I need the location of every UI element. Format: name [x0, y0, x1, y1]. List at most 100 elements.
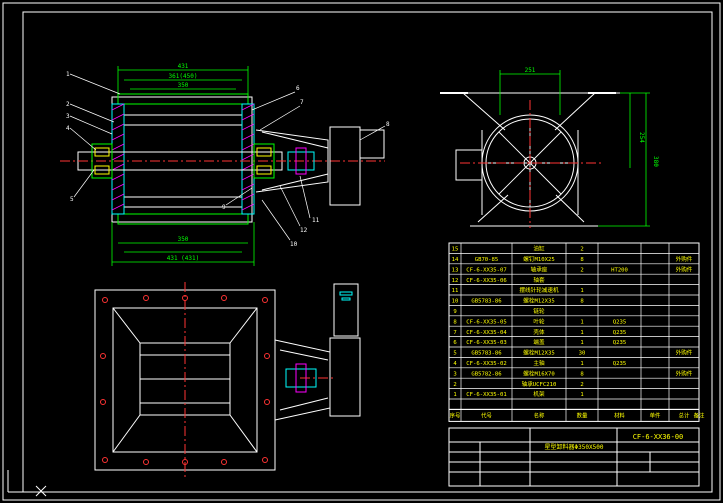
- parts-cell-name: 壳体: [533, 328, 545, 336]
- leader-2: 2: [66, 101, 70, 108]
- parts-cell-code: CF-6-XX35-02: [466, 361, 506, 367]
- front-section-view: 431 361(450) 350 350 431 (431) 1 2 3 4 5…: [60, 63, 390, 266]
- parts-cell-material: HT200: [611, 267, 628, 273]
- parts-cell-name: 端盖: [533, 338, 545, 346]
- parts-cell-qty: 1: [580, 392, 583, 398]
- parts-cell-name: 螺栓M16X70: [523, 369, 554, 377]
- parts-cell-no: 13: [452, 267, 459, 273]
- parts-cell-no: 1: [453, 392, 456, 398]
- parts-cell-code: CF-6-XX35-06: [466, 278, 506, 284]
- parts-header-cell: 序号: [450, 411, 461, 419]
- parts-cell-code: CF-6-XX35-01: [466, 392, 506, 398]
- parts-header-cell: 备注: [694, 411, 705, 419]
- parts-cell-no: 11: [452, 288, 459, 294]
- parts-cell-qty: 2: [580, 267, 583, 273]
- parts-cell-code: GB70-85: [475, 257, 499, 263]
- parts-cell-no: 14: [452, 257, 459, 263]
- side-view: 251 254 380: [440, 67, 659, 228]
- parts-cell-code: CF-6-XX35-03: [466, 340, 506, 346]
- parts-cell-no: 4: [453, 361, 457, 367]
- parts-cell-code: GB5783-86: [471, 299, 501, 305]
- parts-cell-note: 外购件: [676, 255, 693, 263]
- parts-cell-qty: 2: [580, 382, 583, 388]
- parts-cell-name: 螺钉M10X25: [523, 255, 554, 263]
- parts-header-cell: 材料: [614, 411, 625, 419]
- plan-view: [94, 282, 361, 478]
- parts-cell-code: CF-6-XX35-05: [466, 319, 506, 325]
- leader-4: 4: [66, 125, 70, 132]
- parts-cell-no: 8: [453, 319, 457, 325]
- parts-cell-material: Q235: [613, 340, 626, 346]
- parts-cell-qty: 1: [580, 340, 583, 346]
- parts-cell-no: 10: [452, 299, 459, 305]
- leader-8: 8: [386, 121, 390, 128]
- dim-inner-width2: 350: [178, 82, 189, 89]
- dim-side-height: 380: [652, 156, 659, 167]
- parts-cell-material: Q235: [613, 361, 626, 367]
- parts-cell-no: 6: [453, 340, 456, 346]
- dim-top-width: 431: [178, 63, 189, 70]
- parts-cell-no: 12: [452, 278, 459, 284]
- parts-cell-no: 3: [453, 371, 456, 377]
- parts-cell-material: Q235: [613, 319, 626, 325]
- parts-cell-note: 外购件: [676, 369, 693, 377]
- parts-cell-code: GB5782-86: [471, 371, 501, 377]
- parts-cell-note: 外购件: [676, 349, 693, 357]
- dim-side-height2: 254: [638, 132, 645, 143]
- dim-side-top: 251: [525, 67, 536, 74]
- parts-header-cell: 代号: [481, 411, 492, 419]
- parts-header-cell: 总计: [679, 411, 690, 419]
- parts-cell-no: 15: [452, 247, 459, 253]
- parts-cell-name: 机架: [533, 390, 545, 398]
- parts-cell-name: 摆线针轮减速机: [519, 286, 559, 294]
- parts-cell-qty: 1: [580, 288, 583, 294]
- parts-cell-qty: 2: [580, 247, 583, 253]
- parts-header-cell: 名称: [534, 411, 545, 419]
- parts-cell-note: 外购件: [676, 265, 693, 273]
- parts-cell-material: Q235: [613, 330, 626, 336]
- parts-cell-name: 轴套: [533, 276, 545, 284]
- parts-cell-name: 链轮: [533, 307, 545, 315]
- parts-header-cell: 单件: [650, 411, 661, 419]
- parts-cell-no: 5: [453, 351, 456, 357]
- parts-cell-name: 油缸: [533, 245, 545, 253]
- leader-6: 6: [296, 85, 300, 92]
- parts-cell-qty: 8: [580, 371, 584, 377]
- parts-cell-name: 主轴: [533, 359, 545, 367]
- dim-bottom-width: 350: [178, 236, 189, 243]
- parts-cell-qty: 8: [580, 257, 584, 263]
- parts-cell-qty: 1: [580, 319, 583, 325]
- leader-9: 9: [222, 204, 226, 211]
- parts-cell-qty: 1: [580, 361, 583, 367]
- leader-12: 12: [300, 227, 308, 234]
- leader-11: 11: [312, 217, 320, 224]
- product-name: 星型卸料器Φ350X500: [545, 443, 604, 451]
- parts-cell-no: 2: [453, 382, 456, 388]
- parts-cell-name: 叶轮: [533, 317, 545, 325]
- parts-cell-code: CF-6-XX35-04: [466, 330, 507, 336]
- parts-cell-no: 9: [453, 309, 456, 315]
- dim-overall-width: 431 (431): [167, 255, 200, 262]
- drawing-number: CF-6-XX36-00: [633, 433, 684, 441]
- parts-cell-code: CF-6-XX35-07: [466, 267, 506, 273]
- parts-cell-qty: 1: [580, 330, 583, 336]
- parts-cell-qty: 30: [579, 351, 586, 357]
- leader-3: 3: [66, 113, 70, 120]
- parts-cell-name: 螺栓M12X35: [523, 349, 554, 357]
- parts-cell-qty: 8: [580, 299, 584, 305]
- leader-1: 1: [66, 71, 70, 78]
- dim-inner-width: 361(450): [169, 73, 198, 80]
- leader-10: 10: [290, 241, 298, 248]
- inner-frame: [22, 11, 713, 493]
- title-block: CF-6-XX36-00 星型卸料器Φ350X500: [448, 427, 700, 487]
- parts-header-cell: 数量: [577, 411, 588, 419]
- parts-cell-name: 轴承UCFC210: [522, 380, 557, 388]
- ucs-icon: [7, 470, 47, 497]
- parts-cell-name: 轴承座: [531, 265, 548, 273]
- parts-cell-name: 螺栓M12X35: [523, 297, 554, 305]
- parts-cell-code: GB5783-86: [471, 351, 501, 357]
- leader-5: 5: [70, 196, 74, 203]
